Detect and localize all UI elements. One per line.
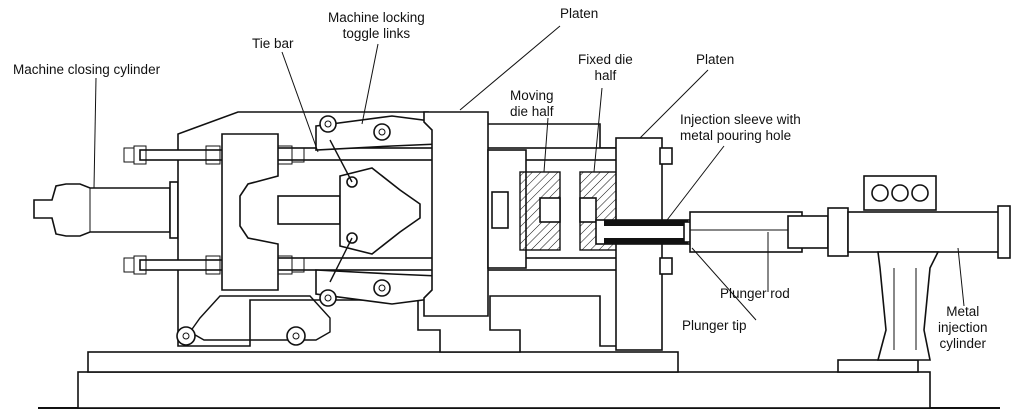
- label-platen-right: Platen: [696, 52, 735, 67]
- label-plunger-tip: Plunger tip: [682, 318, 747, 333]
- leader-lines: [93, 25, 965, 321]
- metal-injection-cylinder: [827, 175, 1011, 361]
- label-metal-injection-cylinder: Metal injection cylinder: [938, 304, 988, 351]
- label-fixed-die-half: Fixed die half: [578, 52, 633, 83]
- label-injection-sleeve: Injection sleeve with metal pouring hole: [680, 112, 801, 143]
- closing-cylinder: [33, 181, 179, 239]
- machine-base: [38, 351, 1000, 409]
- crosshead-block: [221, 133, 421, 291]
- label-plunger-rod: Plunger rod: [720, 286, 790, 301]
- label-toggle-links: Machine locking toggle links: [328, 10, 425, 41]
- label-platen-top: Platen: [560, 6, 599, 21]
- moving-die-half: [519, 171, 561, 251]
- label-tie-bar: Tie bar: [252, 36, 294, 51]
- label-machine-closing-cylinder: Machine closing cylinder: [13, 62, 161, 77]
- label-moving-die-half: Moving die half: [510, 88, 554, 119]
